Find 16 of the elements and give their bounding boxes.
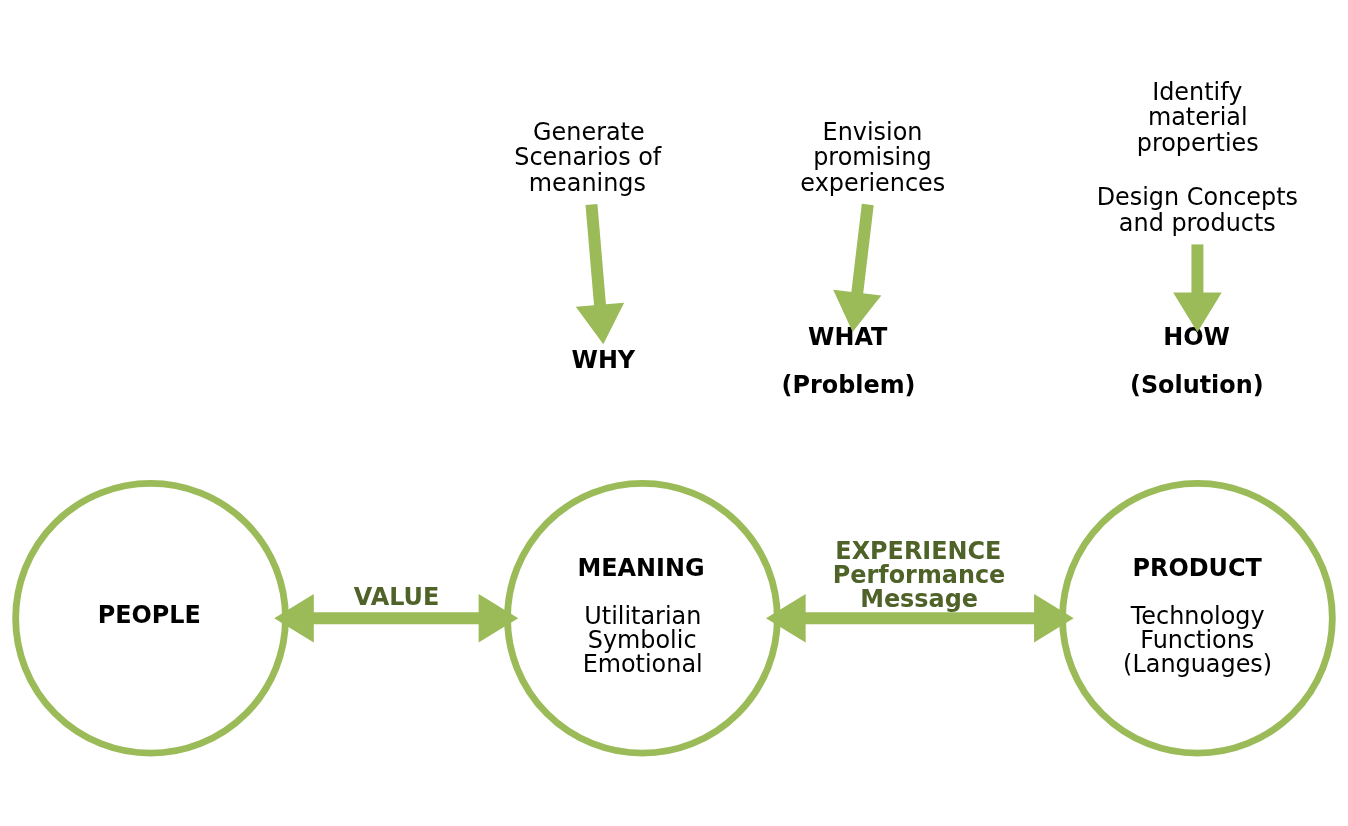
node-text: Identify material properties Design Concepts and products [1096,77,1299,237]
node-circle: PEOPLE [12,479,289,757]
edge-label: EXPERIENCE Performance Message [832,536,1006,613]
node-text: HOW (Solution) [1129,322,1264,399]
arrow [274,593,519,642]
node-circle: MEANING Utilitarian Symbolic Emotional [504,479,781,757]
node-text: WHAT (Problem) [781,322,916,399]
edge-label: VALUE [353,582,440,611]
node-text: Envision promising experiences [800,117,946,197]
arrow [1173,243,1222,332]
arrow [575,203,625,344]
node-text: Generate Scenarios of meanings [514,117,662,197]
arrow [766,593,1074,642]
node-text: WHY [571,345,636,374]
arrow [833,203,882,332]
node-circle: PRODUCT Technology Functions (Languages) [1059,479,1336,757]
